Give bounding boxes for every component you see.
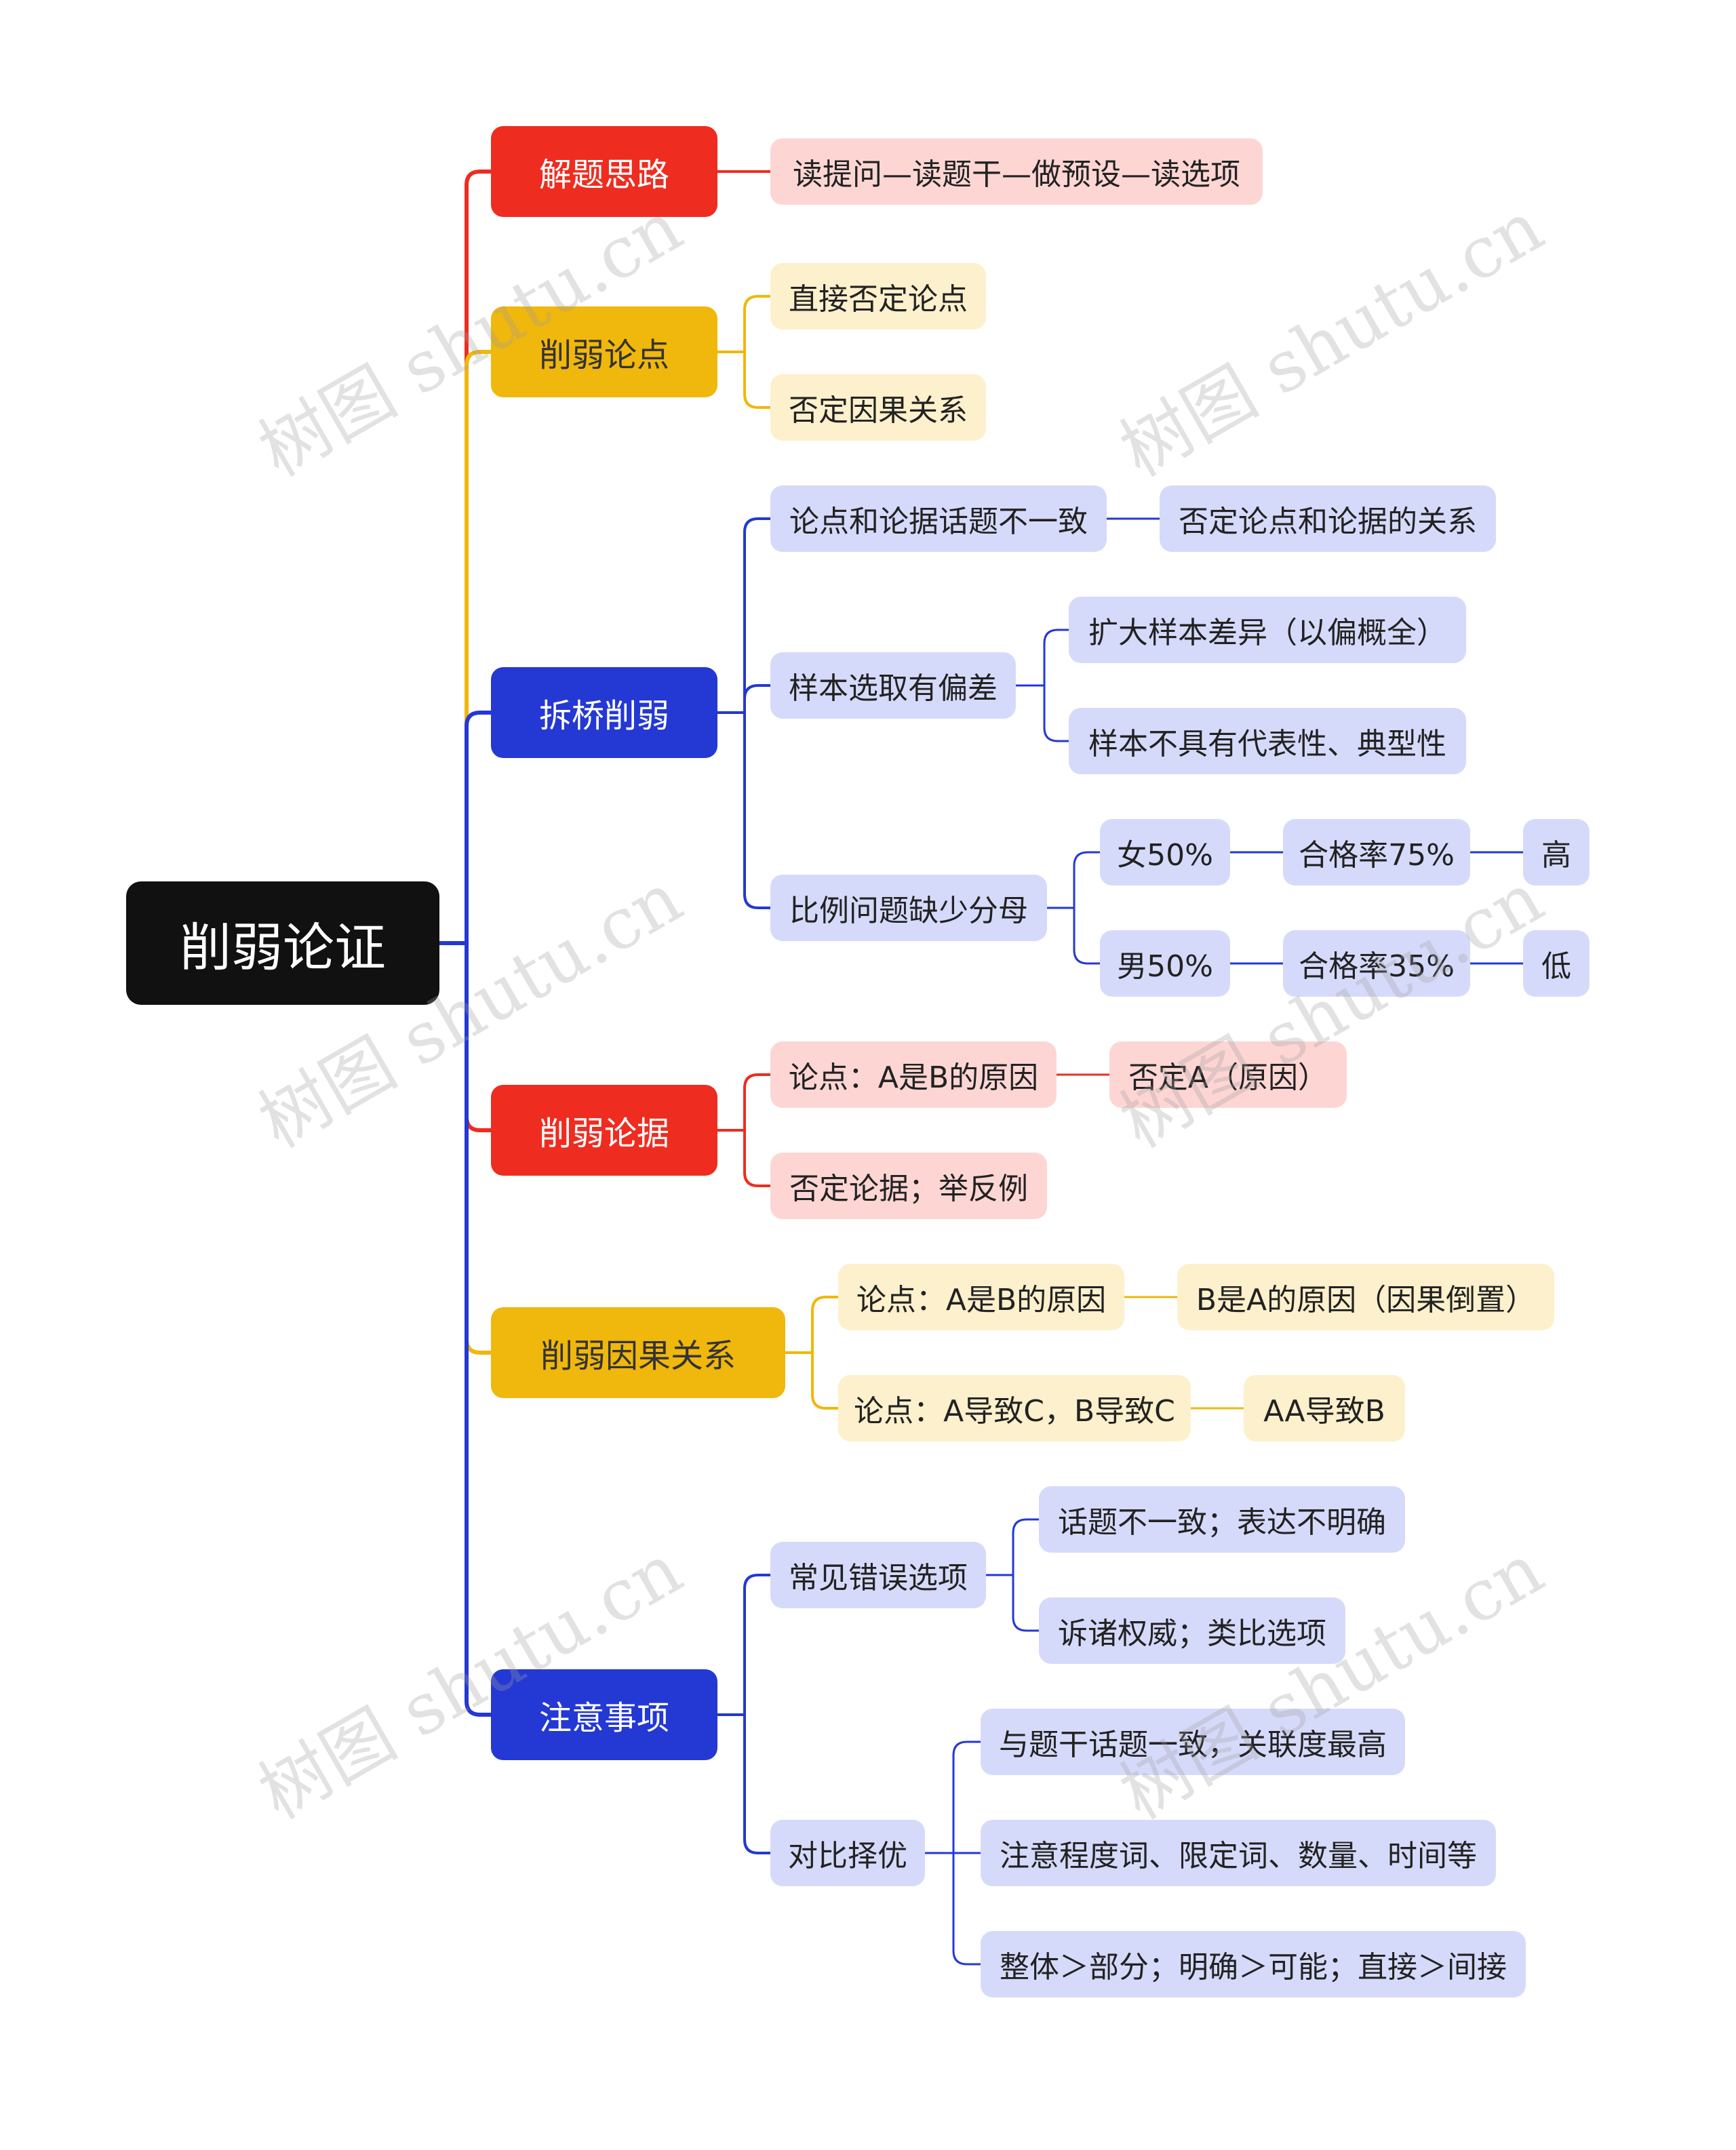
connector-line [716,1129,772,1187]
lundian-causal-node[interactable]: 否定因果关系 [770,374,986,441]
connector-line [437,350,493,945]
chaiqiao-sample-diff-node[interactable]: 扩大样本差异（以偏概全） [1069,597,1466,663]
connector-line [716,711,772,909]
connector-line [1046,851,1101,909]
connector-line [985,1574,1040,1632]
ratio-female-high-node[interactable]: 高 [1523,819,1590,885]
yinguo-reverse-node[interactable]: B是A的原因（因果倒置） [1177,1264,1554,1330]
connector-line [985,1518,1040,1576]
zhuyi-compare-whole-node[interactable]: 整体＞部分；明确＞可能；直接＞间接 [981,1931,1526,1997]
branch-yinguo-node[interactable]: 削弱因果关系 [491,1307,785,1398]
connector-line [716,295,772,353]
connector-line [1014,684,1070,742]
zhuyi-errors-node[interactable]: 常见错误选项 [770,1542,986,1608]
root-node[interactable]: 削弱论证 [126,881,439,1005]
yinguo-claim2-node[interactable]: 论点：A导致C，B导致C [838,1375,1191,1441]
zhuyi-compare-topic-node[interactable]: 与题干话题一致，关联度最高 [981,1709,1405,1775]
connector-line [784,1296,840,1354]
connector-line [716,1574,772,1716]
chaiqiao-ratio-node[interactable]: 比例问题缺少分母 [770,875,1047,941]
ratio-male-pass-node[interactable]: 合格率35% [1283,930,1470,997]
connector-line [1014,629,1070,687]
zhuyi-compare-degree-node[interactable]: 注意程度词、限定词、数量、时间等 [981,1820,1496,1886]
connector-line [716,517,772,714]
yinguo-claim1-node[interactable]: 论点：A是B的原因 [838,1264,1124,1330]
branch-jieti-node[interactable]: 解题思路 [491,126,717,217]
connector-line [437,941,493,1717]
zhuyi-error-authority-node[interactable]: 诉诸权威；类比选项 [1039,1597,1345,1664]
chaiqiao-topic-deny-node[interactable]: 否定论点和论据的关系 [1160,485,1496,552]
branch-zhuyi-node[interactable]: 注意事项 [491,1669,717,1760]
connector-line [716,684,772,714]
yinguo-aab-node[interactable]: AA导致B [1244,1375,1405,1441]
connector-line [716,351,772,409]
connector-line [924,1852,982,1966]
ratio-female-pass-node[interactable]: 合格率75% [1283,819,1470,885]
connector-line [784,1351,840,1410]
ratio-female-node[interactable]: 女50% [1100,819,1230,885]
chaiqiao-sample-rep-node[interactable]: 样本不具有代表性、典型性 [1069,708,1466,774]
branch-lunju-node[interactable]: 削弱论据 [491,1085,717,1176]
lunju-deny-cause-node[interactable]: 否定A（原因） [1109,1041,1347,1108]
lunju-counter-node[interactable]: 否定论据；举反例 [770,1153,1047,1219]
connector-line [716,1713,772,1854]
zhuyi-compare-node[interactable]: 对比择优 [770,1820,925,1886]
branch-lundian-node[interactable]: 削弱论点 [491,306,717,397]
lunju-claim-node[interactable]: 论点：A是B的原因 [770,1041,1057,1108]
chaiqiao-sample-node[interactable]: 样本选取有偏差 [770,652,1016,719]
lundian-deny-node[interactable]: 直接否定论点 [770,263,986,330]
jieti-steps-node[interactable]: 读提问—读题干—做预设—读选项 [770,138,1263,205]
ratio-male-low-node[interactable]: 低 [1523,930,1590,997]
connector-line [437,711,493,945]
ratio-male-node[interactable]: 男50% [1100,930,1230,997]
branch-chaiqiao-node[interactable]: 拆桥削弱 [491,667,717,758]
connector-line [716,1073,772,1132]
connector-line [437,170,493,945]
zhuyi-error-topic-node[interactable]: 话题不一致；表达不明确 [1039,1486,1405,1553]
connector-line [924,1740,982,1854]
chaiqiao-topic-node[interactable]: 论点和论据话题不一致 [770,485,1107,552]
connector-line [1046,907,1101,965]
